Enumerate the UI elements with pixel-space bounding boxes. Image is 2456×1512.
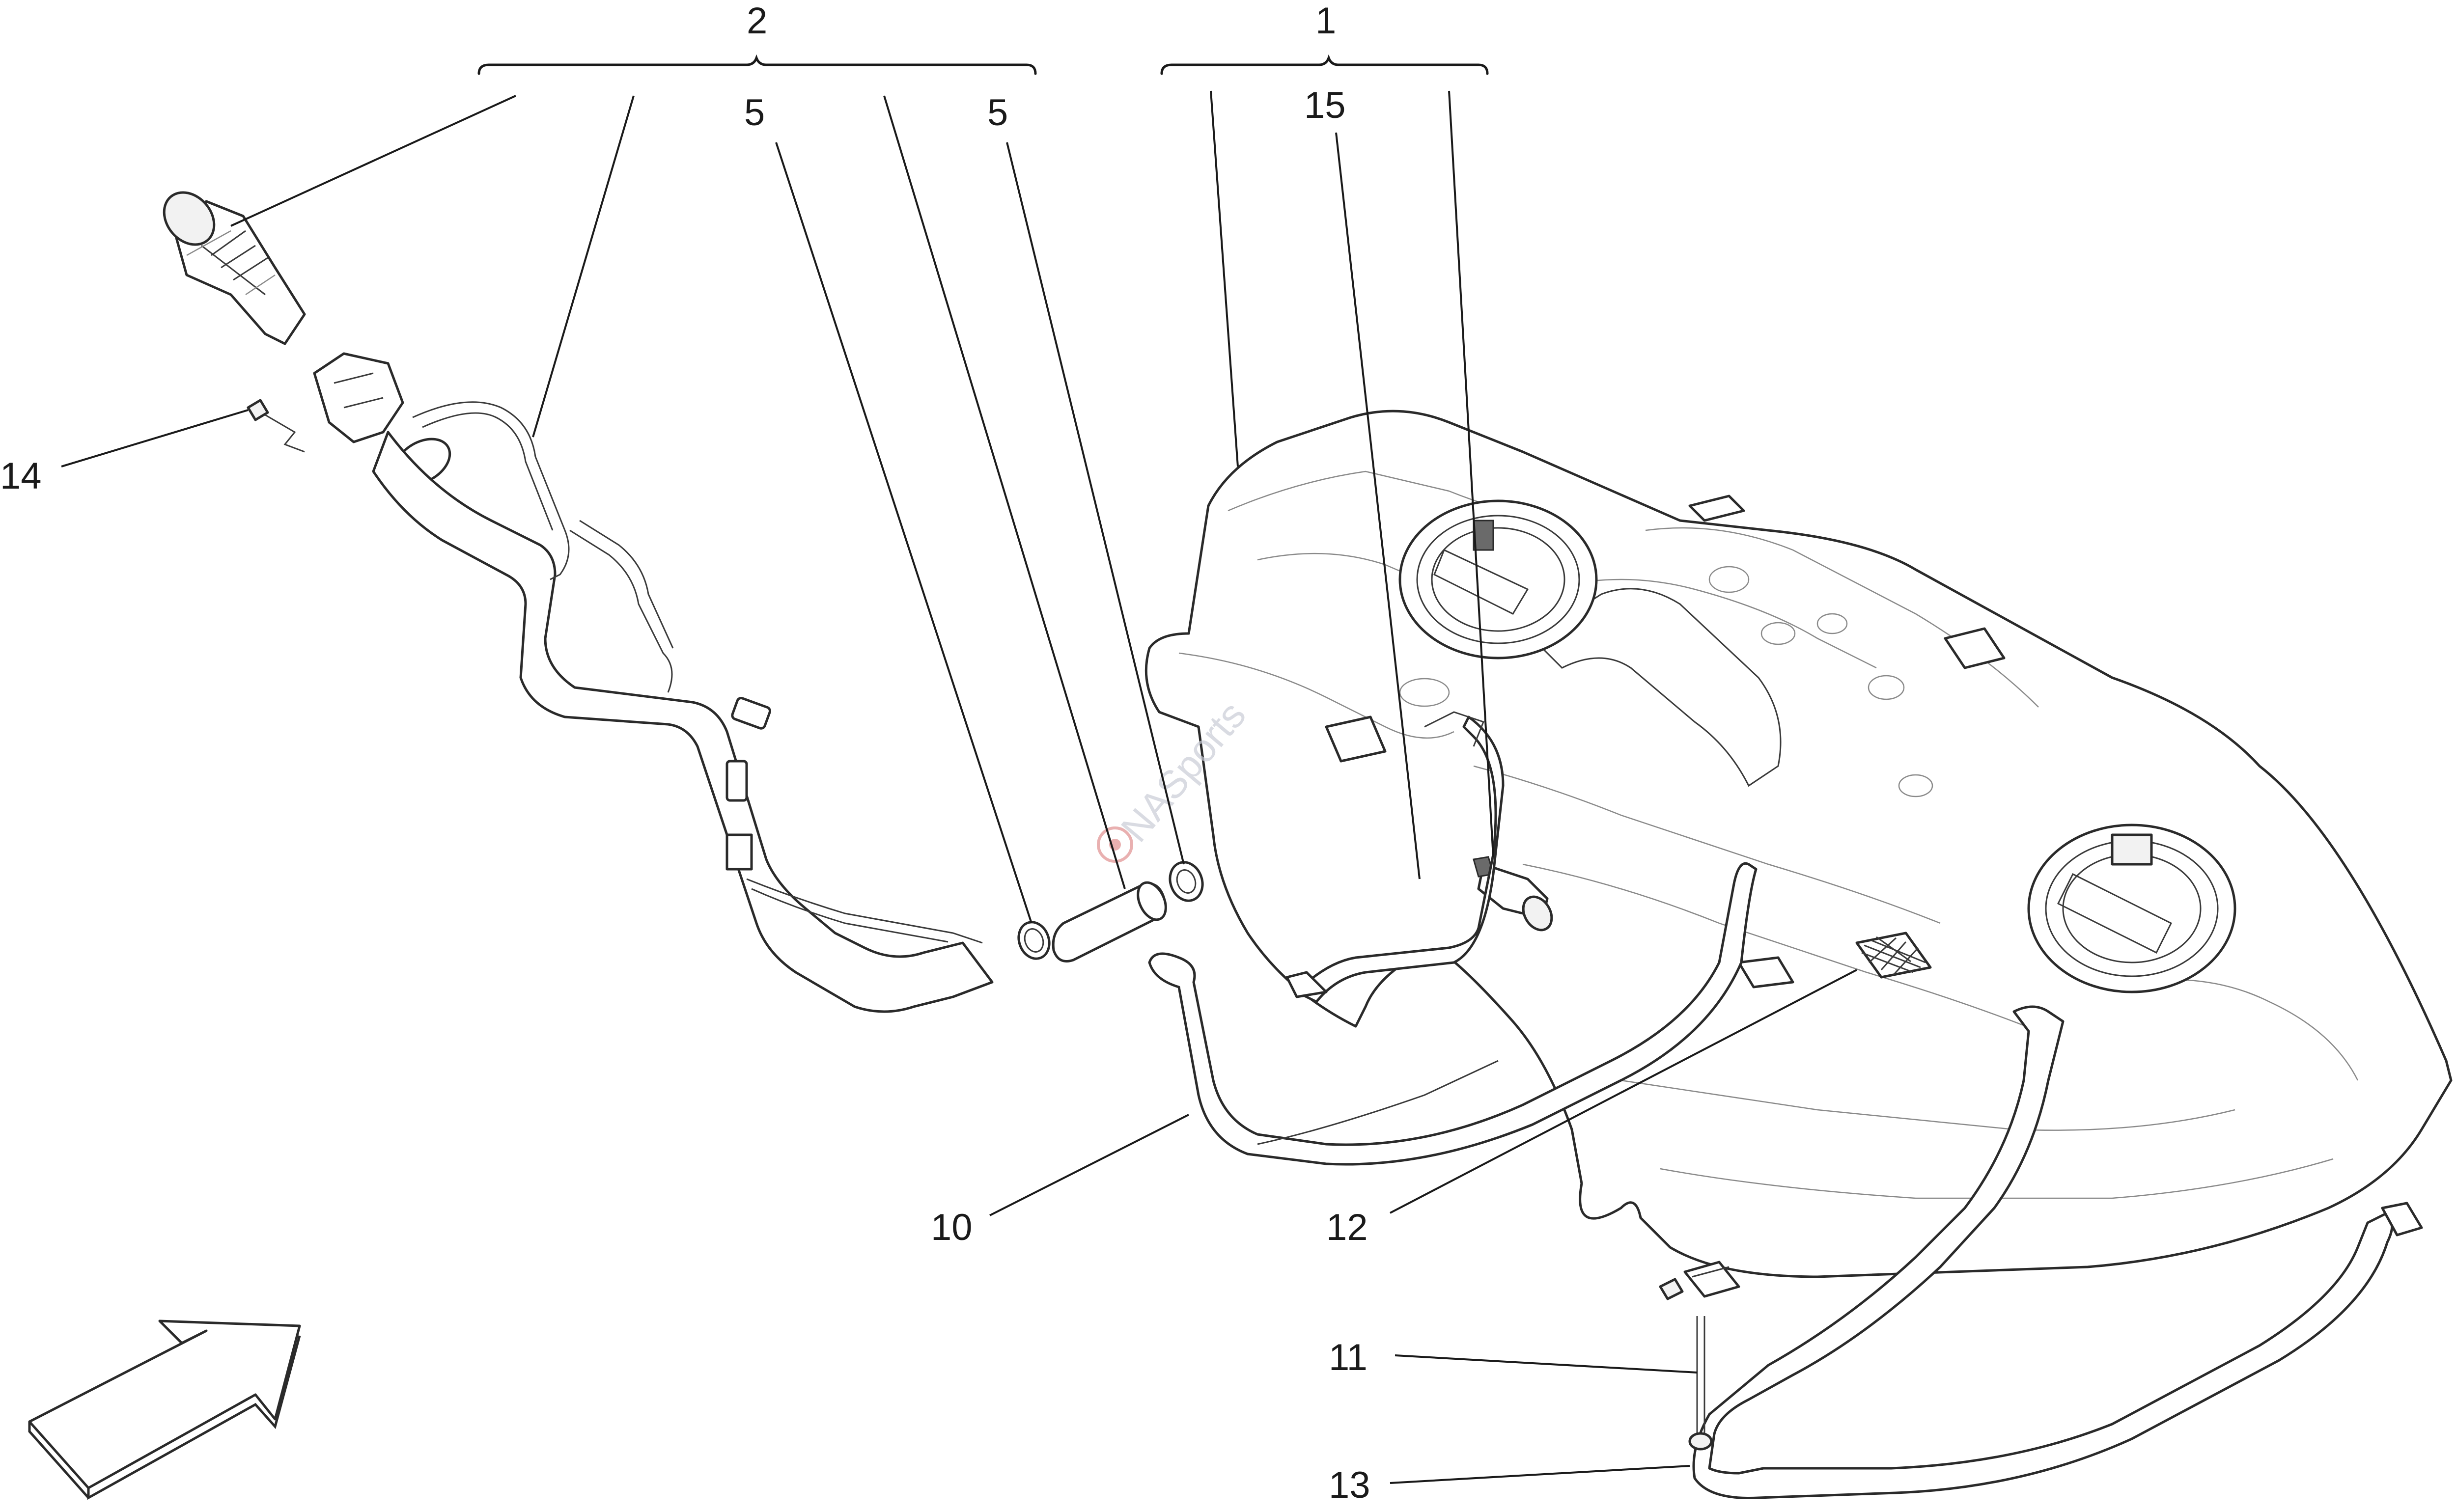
direction-arrow-icon — [28, 1320, 301, 1500]
strap-bracket-11 — [1659, 1261, 1740, 1300]
callout-13: 13 — [1329, 1464, 1370, 1506]
callout-1: 1 — [1315, 0, 1336, 42]
filler-cap — [163, 191, 306, 345]
connector-hose — [1052, 881, 1167, 962]
tank-strap-front — [1148, 862, 1758, 1166]
pump-opening-rear — [2027, 824, 2236, 993]
strap-bolt-13 — [1688, 1316, 1713, 1451]
callout-14: 14 — [0, 455, 42, 497]
bolt-14 — [247, 399, 305, 453]
callout-10: 10 — [931, 1207, 973, 1248]
tank-strap-rear — [1692, 1005, 2423, 1499]
hose-clamp-left — [1017, 921, 1051, 960]
callout-12: 12 — [1326, 1207, 1368, 1248]
leader-lines — [61, 90, 1857, 1484]
filler-neck-pipe — [313, 352, 994, 1013]
hose-clamp-right — [1169, 861, 1204, 902]
callout-5-right: 5 — [987, 92, 1008, 134]
group-bracket-2 — [477, 54, 1037, 75]
heat-shield-pad — [1855, 932, 1932, 979]
callout-15: 15 — [1304, 84, 1346, 126]
callout-11: 11 — [1329, 1337, 1368, 1378]
sensor-valve-15 — [1473, 856, 1553, 932]
pump-opening-front — [1398, 499, 1598, 660]
group-bracket-1 — [1160, 54, 1489, 75]
tank-strap-inner — [1285, 711, 1505, 1003]
callout-2: 2 — [747, 0, 767, 42]
callout-5-left: 5 — [744, 92, 765, 134]
